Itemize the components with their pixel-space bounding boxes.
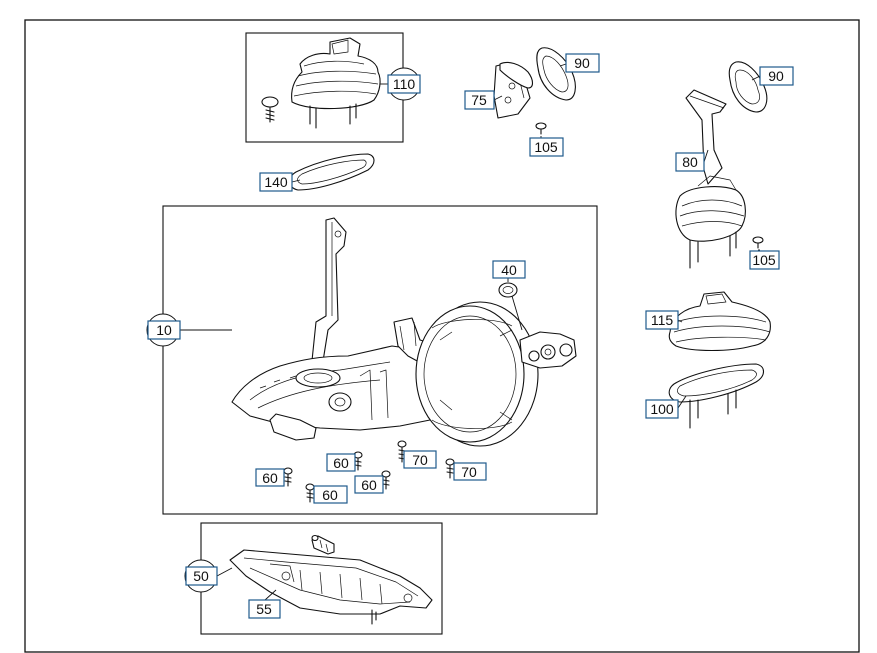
callout-label-75: 75 (471, 92, 487, 108)
callout-label-55: 55 (256, 601, 272, 617)
callout-label-60c: 60 (361, 477, 377, 493)
part-60-screw-3 (381, 470, 391, 490)
callout-90-right: 90 (759, 66, 794, 86)
part-105-screw-right (752, 236, 764, 249)
leader-lines (180, 63, 761, 601)
part-60-screw-4 (305, 483, 315, 503)
callout-label-50: 50 (193, 568, 209, 584)
callout-105-upper: 105 (529, 137, 564, 157)
callout-100: 100 (645, 399, 679, 419)
callout-60-d: 60 (313, 485, 348, 504)
part-100-frame (668, 363, 765, 429)
callout-110: 110 (387, 67, 421, 101)
callout-label-60d: 60 (322, 487, 338, 503)
callout-label-115: 115 (651, 312, 674, 328)
part-70-bolt-1 (397, 440, 407, 463)
callout-10: 10 (146, 313, 181, 347)
callout-60-b: 60 (326, 453, 356, 472)
callout-40: 40 (492, 260, 526, 279)
part-50-pin (311, 534, 335, 555)
callout-label-40: 40 (501, 262, 517, 278)
callout-80: 80 (675, 152, 705, 172)
callout-115: 115 (645, 310, 679, 330)
callout-55: 55 (248, 599, 281, 619)
group-box-10 (162, 205, 598, 515)
callout-75: 75 (464, 90, 495, 110)
callout-label-90b: 90 (768, 68, 784, 84)
callout-label-100: 100 (650, 401, 674, 417)
callout-label-60a: 60 (262, 470, 278, 486)
part-70-bolt-2 (445, 458, 455, 479)
callout-label-60b: 60 (333, 455, 349, 471)
part-140-gasket (288, 153, 375, 191)
part-90-seal-right (728, 61, 768, 113)
part-90-seal-upper (499, 47, 576, 101)
callout-label-70b: 70 (461, 464, 477, 480)
part-110-boot (291, 37, 381, 129)
callout-label-105a: 105 (534, 139, 558, 155)
part-60-screw-1 (283, 467, 293, 487)
part-55-housing (229, 549, 433, 625)
callout-label-140: 140 (264, 174, 288, 190)
callout-140: 140 (259, 172, 293, 192)
part-80-cable-boot (675, 89, 746, 269)
callout-label-10: 10 (156, 322, 172, 338)
callout-60-c: 60 (354, 475, 384, 494)
callout-105-right: 105 (749, 250, 780, 270)
callout-label-105b: 105 (752, 252, 776, 268)
callout-label-110: 110 (393, 76, 416, 92)
callout-50: 50 (184, 559, 218, 593)
part-115-boot (668, 291, 771, 351)
callout-60-a: 60 (255, 468, 285, 487)
part-10-assembly (231, 217, 577, 447)
part-110-screw (261, 96, 279, 123)
callout-70-a: 70 (403, 450, 437, 469)
callout-90-upper: 90 (565, 53, 600, 73)
callout-label-80: 80 (682, 154, 698, 170)
diagram-frame (24, 19, 860, 653)
callout-label-70a: 70 (412, 452, 428, 468)
callout-70-b: 70 (453, 462, 487, 481)
callout-label-90a: 90 (574, 55, 590, 71)
part-105-screw-upper (535, 122, 547, 135)
